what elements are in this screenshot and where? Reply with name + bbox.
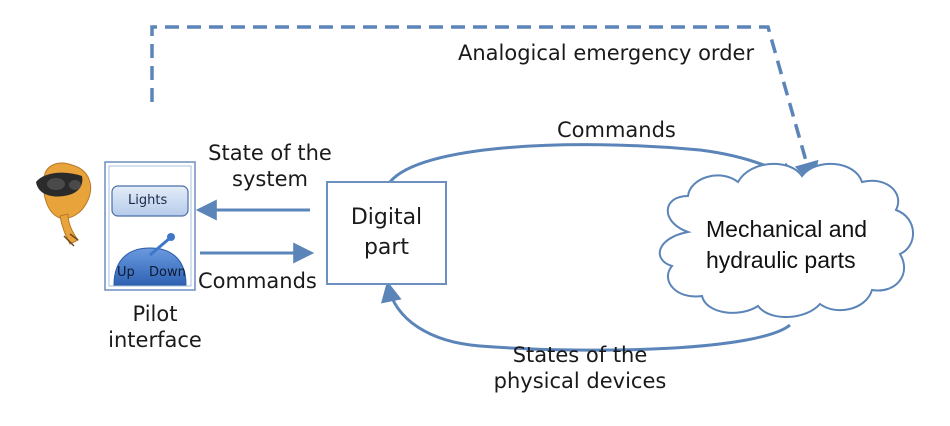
lever-down-label: Down bbox=[149, 265, 186, 280]
emergency-order-label: Analogical emergency order bbox=[458, 41, 755, 65]
digital-label-line2: part bbox=[363, 235, 410, 260]
cloud-label-line1: Mechanical and bbox=[706, 216, 868, 242]
lights-button bbox=[111, 185, 189, 217]
cloud-label-line2: hydraulic parts bbox=[706, 247, 856, 273]
pilot-interface-label: Pilot interface bbox=[95, 301, 215, 353]
cloud-label: Mechanical and hydraulic parts bbox=[706, 214, 867, 276]
pilot-helmet-icon bbox=[36, 162, 92, 247]
states-label-line1: States of the bbox=[512, 343, 648, 367]
state-label-line1: State of the bbox=[208, 141, 332, 165]
pilot-label-line2: interface bbox=[108, 328, 202, 352]
lights-button-label: Lights bbox=[128, 193, 168, 208]
digital-part-box bbox=[326, 181, 447, 285]
gear-lever-icon bbox=[113, 233, 187, 286]
pilot-label-line1: Pilot bbox=[132, 302, 178, 326]
digital-part-label: Digital part bbox=[327, 203, 446, 263]
lever-up-label: Up bbox=[117, 265, 135, 280]
digital-label-line1: Digital bbox=[350, 205, 423, 230]
states-physical-label: States of the physical devices bbox=[470, 342, 690, 394]
state-of-system-label: State of the system bbox=[200, 140, 340, 192]
emergency-order-arrow bbox=[150, 25, 819, 187]
commands-to-mechanical-arrow bbox=[388, 143, 799, 183]
states-label-line2: physical devices bbox=[493, 369, 667, 393]
mechanical-hydraulic-cloud bbox=[658, 162, 914, 319]
commands-top-label: Commands bbox=[557, 118, 676, 142]
state-label-line2: system bbox=[232, 167, 308, 191]
states-to-digital-arrow bbox=[381, 280, 791, 352]
commands-mid-label: Commands bbox=[198, 269, 317, 293]
